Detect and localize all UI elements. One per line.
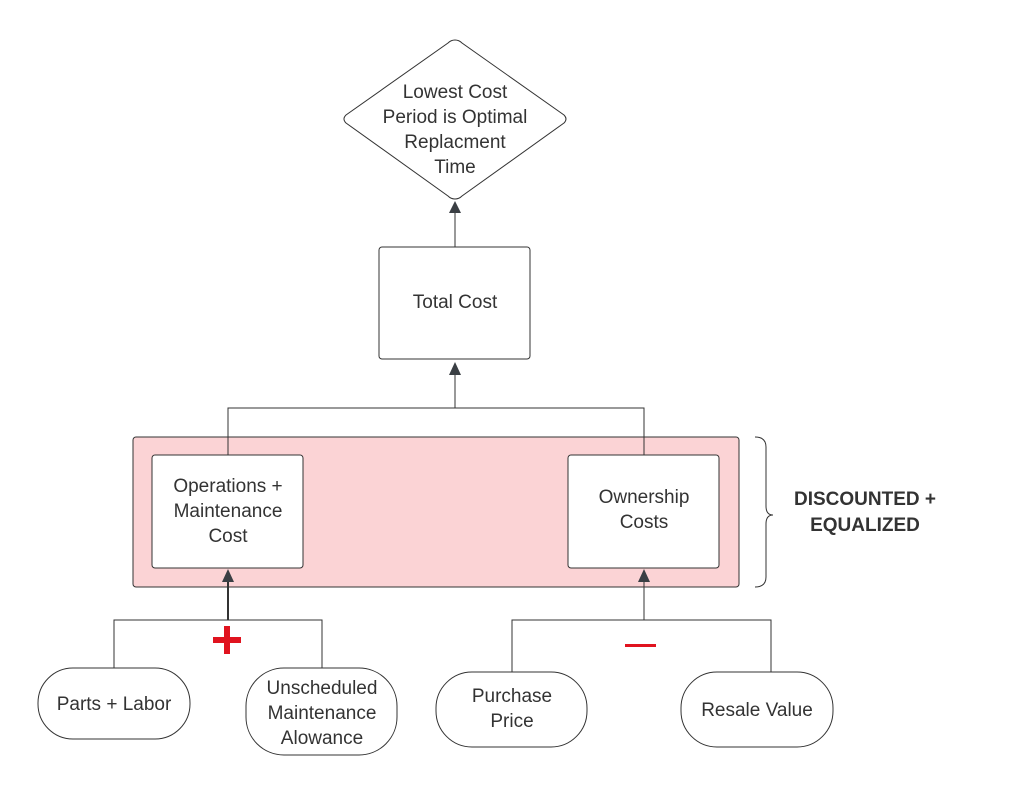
total-cost-label: Total Cost: [413, 292, 498, 313]
unscheduled-maintenance-node: [245, 667, 398, 756]
parts-labor-label: Parts + Labor: [57, 694, 172, 715]
connector-ownership-to-totalcost: [455, 407, 645, 455]
ownership-costs-label-line-1: Ownership: [599, 487, 690, 508]
decision-diamond: [343, 39, 567, 200]
decision-label-line-3: Replacment: [404, 132, 506, 153]
side-label-line-2: EQUALIZED: [810, 515, 920, 536]
arrowhead-decision: [449, 201, 461, 213]
connector-purchase-to-ownership: [511, 619, 644, 672]
decision-label-line-2: Period is Optimal: [383, 107, 528, 128]
total-cost-node: [378, 246, 531, 360]
connector-resale-to-ownership: [644, 619, 772, 672]
ownership-costs-label-line-2: Costs: [620, 512, 669, 533]
unscheduled-maintenance-label-line-3: Alowance: [281, 728, 363, 749]
connector-parts-to-ops: [113, 619, 228, 668]
arrowhead-ops: [222, 569, 234, 582]
minus-operator: [625, 644, 656, 647]
purchase-price-label-line-1: Purchase: [472, 686, 552, 707]
ownership-costs-node: [567, 454, 720, 569]
plus-operator: [213, 626, 241, 654]
unscheduled-maintenance-label-line-1: Unscheduled: [267, 678, 378, 699]
discounted-equalized-label: DISCOUNTED + EQUALIZED: [794, 489, 936, 536]
operations-maintenance-label-line-3: Cost: [208, 526, 248, 547]
unscheduled-maintenance-label-line-2: Maintenance: [268, 703, 377, 724]
parts-labor-label-line-1: Parts + Labor: [57, 694, 172, 715]
side-label-line-1: DISCOUNTED +: [794, 489, 936, 510]
total-cost-label-line-1: Total Cost: [413, 292, 498, 313]
decision-label-line-4: Time: [434, 157, 476, 178]
connector-ops-to-totalcost: [227, 374, 456, 455]
purchase-price-node: [435, 671, 588, 748]
purchase-price-label-line-2: Price: [490, 711, 533, 732]
curly-brace: [754, 436, 774, 588]
resale-value-label: Resale Value: [701, 700, 813, 721]
arrowhead-ownership: [638, 569, 650, 582]
resale-value-label-line-1: Resale Value: [701, 700, 813, 721]
operations-maintenance-node: [151, 454, 304, 569]
parts-labor-node: [37, 667, 191, 740]
arrowhead-totalcost: [449, 362, 461, 375]
decision-label-line-1: Lowest Cost: [403, 82, 508, 103]
resale-value-node: [680, 671, 834, 748]
connector-unscheduled-to-ops: [228, 619, 323, 668]
operations-maintenance-label-line-1: Operations +: [173, 476, 282, 497]
operations-maintenance-label-line-2: Maintenance: [174, 501, 283, 522]
